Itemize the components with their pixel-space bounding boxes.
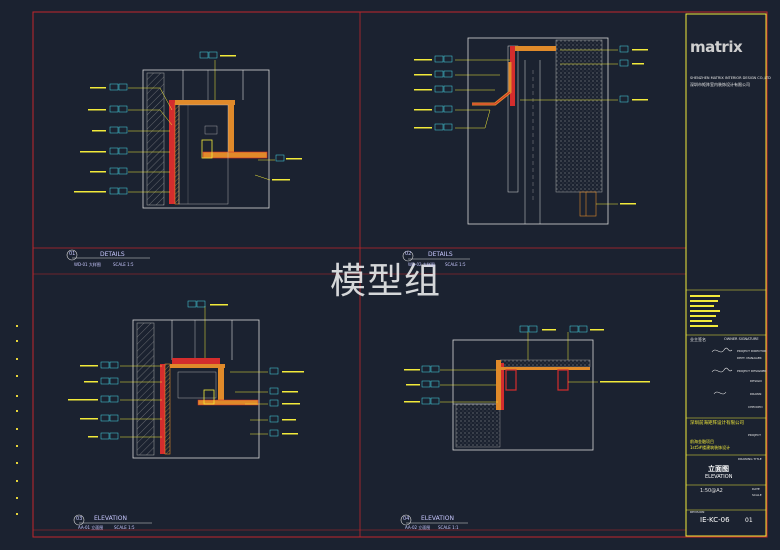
project-director-label: PROJECT DIRECTOR — [737, 349, 767, 353]
panel-03-title: ELEVATION — [94, 515, 127, 522]
panel-03-number: 03 — [76, 516, 83, 522]
panel-02-subtitle: WD-02 大样图 — [408, 262, 435, 267]
sheet-border — [32, 11, 768, 538]
panel-01-tag — [66, 249, 150, 261]
panel-03-drawing — [68, 300, 304, 459]
panel-04-number: 04 — [403, 516, 410, 522]
panel-03-tag — [73, 514, 152, 526]
owner-sig-label: 业主签名 — [690, 337, 706, 342]
drawing-title-label: DRAWING TITLE — [738, 457, 762, 461]
project-label: PROJECT — [748, 433, 761, 437]
panel-02-title: DETAILS — [428, 251, 453, 258]
signature-marks — [711, 347, 733, 395]
panel-01-subtitle: WD-01 大样图 — [74, 262, 101, 267]
date-label: DATE — [752, 487, 760, 491]
drawn-label: DRAWN — [750, 392, 762, 396]
panel-04-scale: SCALE 1:1 — [438, 525, 459, 530]
panel-01-number: 01 — [69, 251, 76, 257]
title-block-bars — [690, 295, 720, 327]
dept-manager-label: DEPT. MANAGER — [737, 356, 762, 360]
panel-04-title: ELEVATION — [421, 515, 454, 522]
panel-02-scale: SCALE 1:5 — [445, 262, 466, 267]
drawing-number: IE-KC-06 — [700, 516, 730, 524]
watermark-text: 模型组 — [330, 261, 442, 302]
project-name: 前海金融项目 — [690, 439, 714, 444]
scale-label: SCALE — [752, 493, 762, 497]
scale-value: 1:50@A2 — [700, 488, 723, 494]
panel-01-drawing — [74, 51, 302, 209]
panel-02-drawing — [414, 37, 648, 225]
checked-label: CHECKED — [748, 405, 763, 409]
project-designer-label: PROJECT DESIGNER — [737, 369, 767, 373]
owner-sig-en: OWNER SIGNATURE — [724, 337, 759, 341]
panel-03-subtitle: AA-01 立面图 — [78, 525, 104, 530]
sheet-title-cn: 立面图 — [708, 465, 729, 473]
sheet-title-en: ELEVATION — [705, 474, 733, 480]
panel-02-number: 02 — [405, 251, 412, 257]
revision-label: REVISION — [690, 510, 705, 514]
project-subtitle: 1st5#楼建筑装饰设计 — [690, 445, 731, 450]
panel-01-title: DETAILS — [100, 251, 125, 258]
page-number: 01 — [745, 517, 753, 524]
client-name: 深圳前海矩阵设计有限公司 — [690, 421, 744, 426]
title-block-border — [685, 13, 767, 537]
panel-01-scale: SCALE 1:5 — [113, 262, 134, 267]
left-margin-marks — [16, 325, 18, 515]
panel-03-scale: SCALE 1:5 — [114, 525, 135, 530]
brand-logo: matrix — [690, 38, 743, 56]
company-name-cn: 深圳市矩阵室内装饰设计有限公司 — [690, 82, 750, 87]
design-label: DESIGN — [750, 379, 762, 383]
panel-04-tag — [400, 514, 468, 526]
panel-04-drawing — [404, 325, 650, 451]
panel-02-tag — [402, 250, 470, 262]
panel-04-subtitle: AA-02 立面图 — [405, 525, 431, 530]
company-name-en: SHENZHEN MATRIX INTERIOR DESIGN CO.,LTD — [690, 76, 771, 80]
